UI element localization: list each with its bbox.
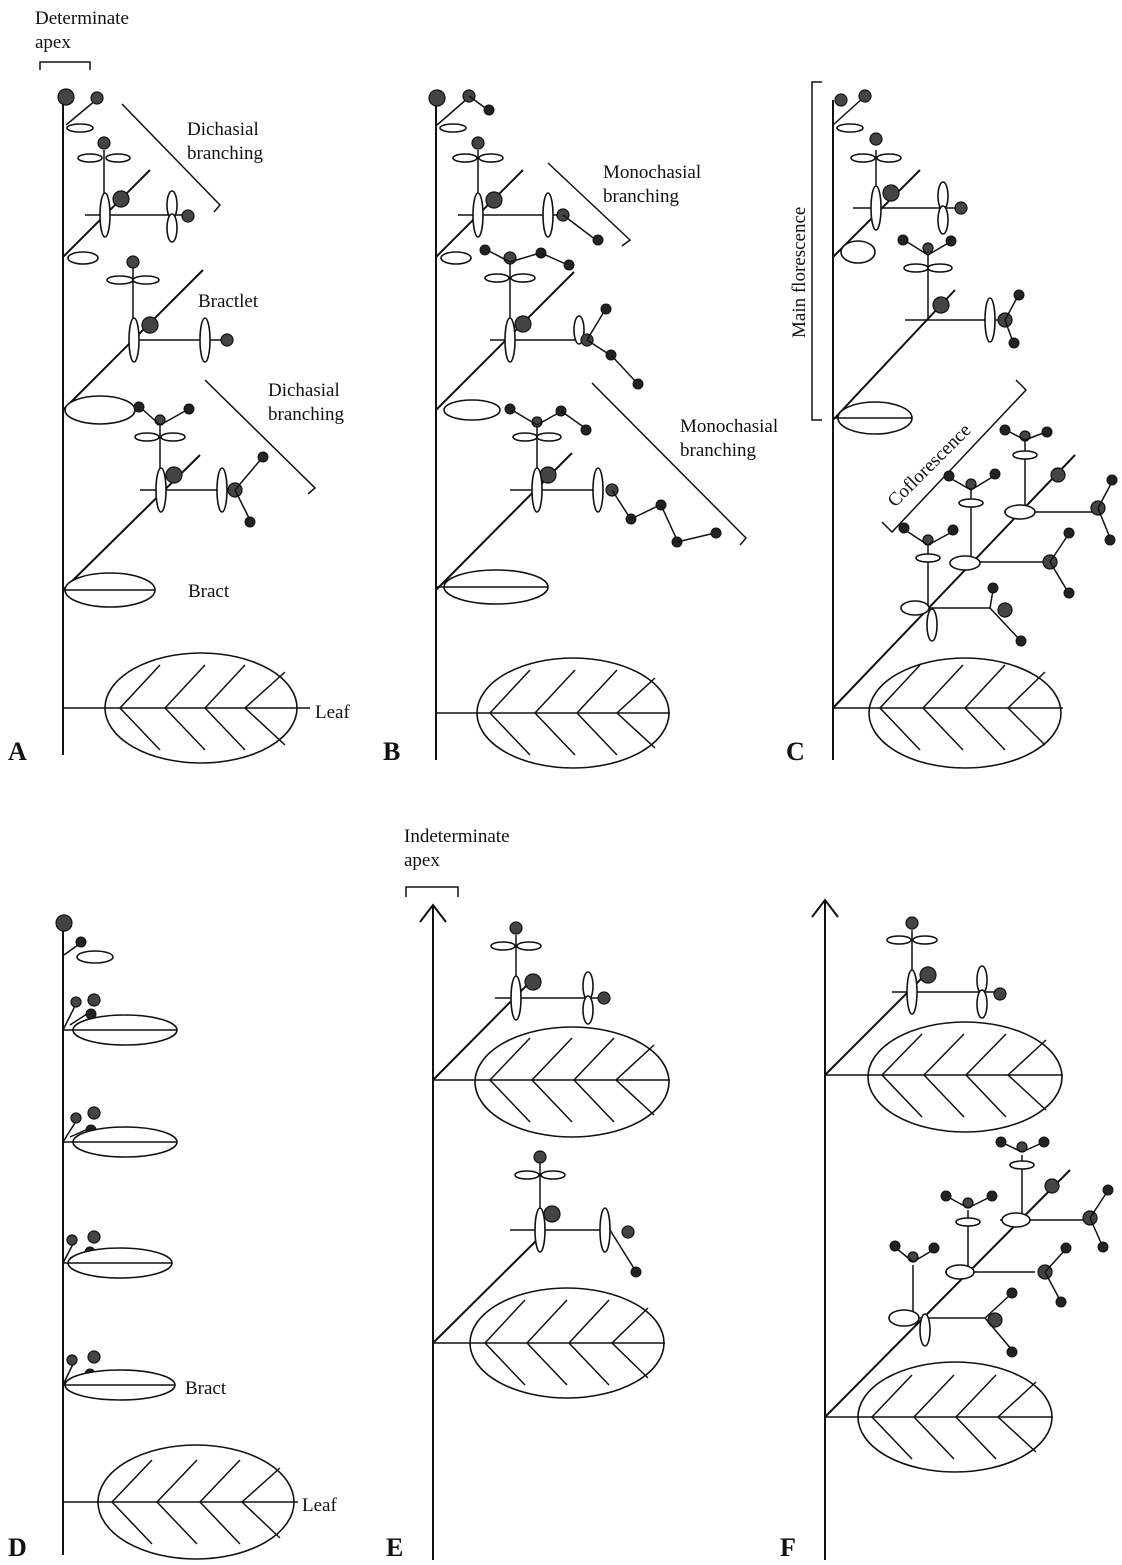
panel-letter-e: E [386,1533,403,1562]
panel-letter-b: B [383,737,400,766]
leaf-label: Leaf [302,1495,337,1516]
leaf [475,1027,669,1137]
leaf [868,1022,1062,1132]
leaf-label: Leaf [315,702,350,723]
flower [91,92,103,104]
apex-bracket [406,887,458,897]
bract-label: Bract [185,1378,227,1399]
coflorescence-label: Coflorescence [884,420,976,512]
flower [98,137,110,149]
panel-d: Bract Leaf D [8,915,337,1562]
terminal-flower [429,90,445,106]
bractlet-label: Bractlet [198,291,259,312]
terminal-flower [56,915,72,931]
flower [113,191,129,207]
bracteole [67,124,93,132]
panel-c: Main florescence Cofl [786,82,1117,768]
leaf [869,658,1061,768]
panel-letter-d: D [8,1533,27,1562]
apex-bracket [40,62,90,70]
bract-label: Bract [188,581,230,602]
terminal-flower [58,89,74,105]
panel-letter-f: F [780,1533,796,1562]
main-florescence-label: Main florescence [789,207,810,338]
node [63,1107,177,1157]
node [63,994,177,1045]
main-florescence-bracket [812,82,822,420]
panel-letter-a: A [8,737,27,766]
panel-letter-c: C [786,737,805,766]
node [63,1231,172,1278]
panel-f: F [780,900,1113,1562]
node [63,1351,175,1400]
